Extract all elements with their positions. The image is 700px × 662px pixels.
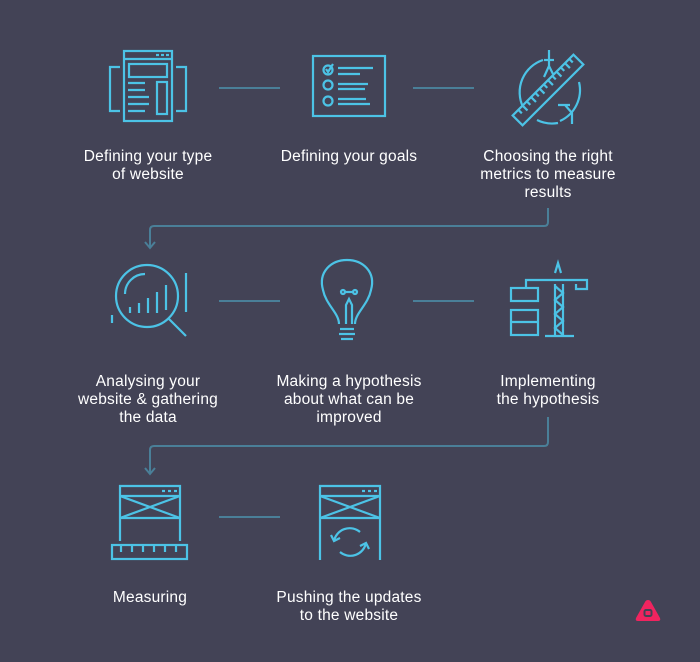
- arrow-head-icon: [144, 467, 156, 476]
- label-line: improved: [316, 409, 382, 426]
- step-8-label: Pushing the updates to the website: [254, 589, 444, 625]
- label-line: Defining your type: [83, 148, 213, 165]
- label-line: Making a hypothesis: [276, 373, 422, 390]
- step-4-label: Analysing your website & gathering the d…: [53, 373, 243, 427]
- label-line: Analysing your: [95, 373, 201, 390]
- checklist-icon: [311, 54, 387, 118]
- label-line: Pushing the updates: [276, 589, 422, 606]
- step-6-label: Implementing the hypothesis: [453, 373, 643, 409]
- step-5-label: Making a hypothesis about what can be im…: [254, 373, 444, 427]
- step-3-label: Choosing the right metrics to measure re…: [453, 148, 643, 202]
- label-line: the hypothesis: [496, 391, 600, 408]
- label-line: metrics to measure: [480, 166, 616, 183]
- label-line: Measuring: [112, 589, 188, 606]
- label-line: of website: [112, 166, 184, 183]
- ruler-compass-icon: [511, 50, 585, 127]
- label-line: Choosing the right: [483, 148, 613, 165]
- connector-6-7: [149, 417, 549, 473]
- website-layout-icon: [108, 49, 188, 123]
- label-line: Implementing: [500, 373, 596, 390]
- connectors: [144, 87, 549, 518]
- label-line: about what can be: [283, 391, 415, 408]
- connector-3-4: [149, 208, 549, 247]
- label-line: the data: [119, 409, 177, 426]
- magnifier-chart-icon: [110, 263, 188, 337]
- label-line: results: [524, 184, 572, 201]
- arrow-head-icon: [144, 241, 156, 250]
- step-7-label: Measuring: [55, 589, 245, 607]
- lightbulb-icon: [320, 258, 374, 341]
- crane-icon: [509, 259, 589, 338]
- refresh-frame-icon: [318, 484, 382, 560]
- label-line: website & gathering: [78, 391, 218, 408]
- step-1-label: Defining your type of website: [53, 148, 243, 184]
- measuring-frame-icon: [110, 484, 189, 561]
- label-line: Defining your goals: [280, 148, 418, 165]
- step-2-label: Defining your goals: [254, 148, 444, 166]
- label-line: to the website: [299, 607, 399, 624]
- triangle-logo-icon: [635, 600, 661, 621]
